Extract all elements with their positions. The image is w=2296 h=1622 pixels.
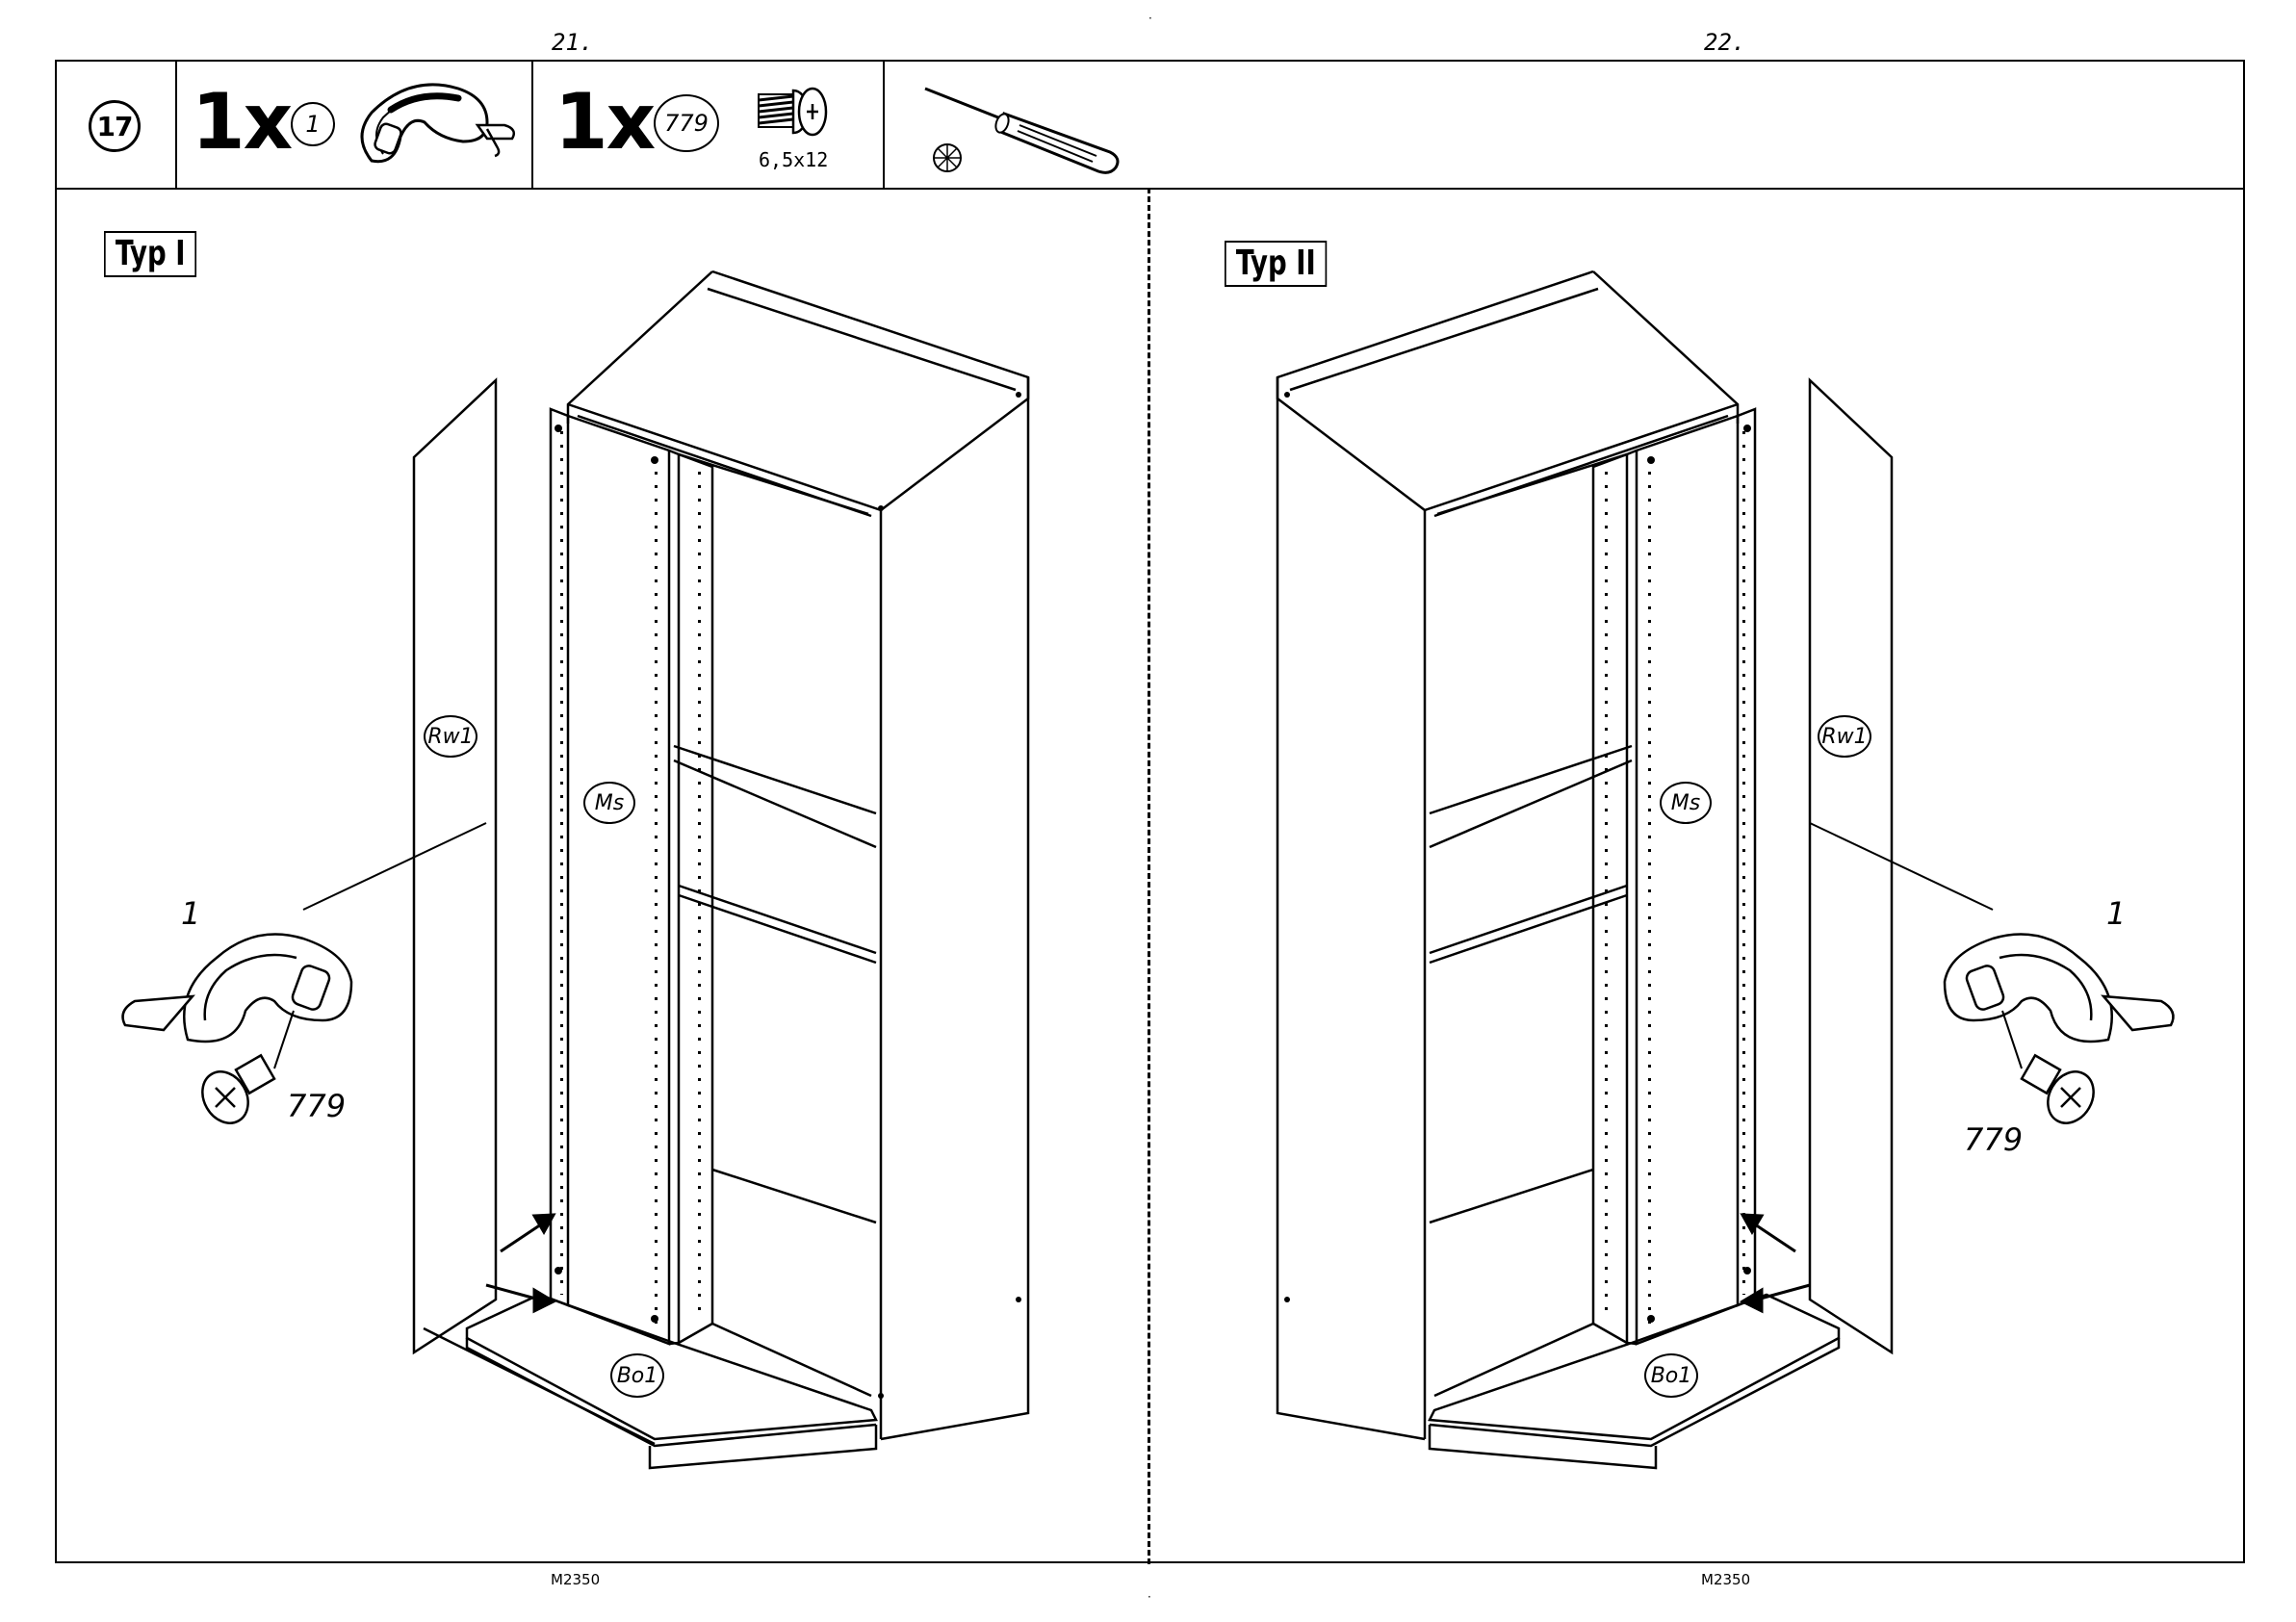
left-fitting-detail bbox=[123, 823, 486, 1131]
right-bottom-tag: Bo1 bbox=[1644, 1353, 1698, 1398]
right-back-panel-tag: Rw1 bbox=[1818, 715, 1871, 758]
right-hole-rows bbox=[1284, 392, 1751, 1328]
left-bottom-tag: Bo1 bbox=[610, 1353, 664, 1398]
bottom-center-mark: · bbox=[1148, 1590, 1151, 1604]
left-screw-label: 779 bbox=[287, 1088, 346, 1124]
left-back-panel-tag: Rw1 bbox=[424, 715, 477, 758]
right-doc-code: M2350 bbox=[1701, 1571, 1750, 1588]
left-middle-side-tag: Ms bbox=[583, 782, 635, 824]
left-cabinet bbox=[414, 271, 1028, 1468]
right-arrows bbox=[1742, 1215, 1810, 1311]
right-middle-side-tag: Ms bbox=[1660, 782, 1712, 824]
right-fitting-label: 1 bbox=[2106, 895, 2126, 932]
left-fitting-label: 1 bbox=[181, 895, 200, 932]
right-screw-label: 779 bbox=[1964, 1121, 2023, 1158]
left-hole-rows bbox=[555, 392, 1021, 1399]
right-fitting-detail bbox=[1810, 823, 2173, 1131]
left-doc-code: M2350 bbox=[551, 1571, 600, 1588]
